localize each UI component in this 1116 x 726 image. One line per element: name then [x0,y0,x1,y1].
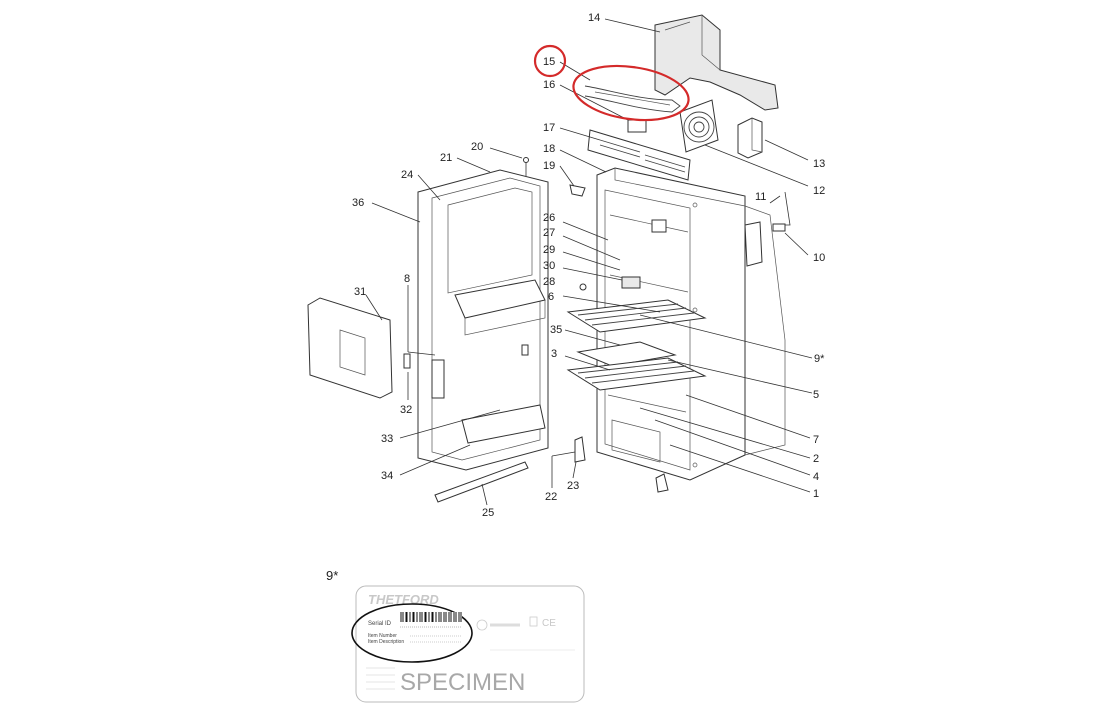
part-35-glass-panel [576,341,677,367]
callout-13: 13 [813,158,825,170]
callout-23: 23 [567,480,579,492]
part-28-clip [579,283,587,291]
highlight-ellipse-part-15 [572,64,690,122]
callout-8: 8 [404,273,410,285]
callout-4: 4 [813,471,819,483]
callout-12: 12 [813,185,825,197]
callout-10: 10 [813,252,825,264]
part-30-plate [621,276,641,289]
part-31-panel [307,297,393,399]
callout-19: 19 [543,160,555,172]
callout-30: 30 [543,260,555,272]
callout-34: 34 [381,470,393,482]
callout-5: 5 [813,389,819,401]
callout-26: 26 [543,212,555,224]
part-15-tube [584,85,681,113]
item-number-label: Item Number [368,633,397,639]
callout-21: 21 [440,152,452,164]
disposal-bin-icon [529,616,538,627]
callout-labels: 14 15 16 17 18 19 20 21 24 36 13 12 11 1… [352,12,825,519]
callout-6: 6 [548,291,554,303]
part-23-hinge [574,436,586,463]
bottom-latch [655,473,669,493]
part-32-catch [403,353,411,369]
callout-3: 3 [551,348,557,360]
ce-mark: CE [542,618,556,629]
callout-24: 24 [401,169,413,181]
serial-id-label: Serial ID [368,621,392,627]
callout-25: 25 [482,507,494,519]
part-19-bracket [569,184,586,197]
callout-14: 14 [588,12,600,24]
item-description-label: Item Description [368,639,404,645]
callout-22: 22 [545,491,557,503]
callout-28: 28 [543,276,555,288]
highlight-circle-callout-15 [533,44,567,78]
callout-29: 29 [543,244,555,256]
callout-20: 20 [471,141,483,153]
highlight-annotations [533,44,690,122]
callout-18: 18 [543,143,555,155]
callout-27: 27 [543,227,555,239]
part-14-rear-cover [654,14,779,111]
certification-mark-icon [476,619,488,631]
callout-11: 11 [755,191,766,203]
part-13-box [737,117,763,159]
serial-barcode-icon [400,612,462,628]
serial-tag-ref: 9* [326,568,338,583]
callout-2: 2 [813,453,819,465]
part-16-bracket [627,119,647,133]
serial-tag-section: 9* THETFORD Serial ID Item Number Item D… [326,568,585,703]
part-11-rod [783,191,791,226]
part-6-shelf [566,299,707,333]
callout-15: 15 [543,56,555,68]
callout-17: 17 [543,122,555,134]
callout-1: 1 [813,488,819,500]
callout-16: 16 [543,79,555,91]
serial-tag-circle-highlight [351,603,473,663]
callout-7: 7 [813,434,819,446]
wiring-box [744,221,763,267]
leader-lines [365,18,813,506]
callout-36: 36 [352,197,364,209]
part-10-connector [772,223,786,232]
part-17-vent-grille [587,129,691,181]
serial-tag-brand: THETFORD [368,592,439,607]
part-3-shelf [566,357,707,391]
callout-31: 31 [354,286,366,298]
part-20-screw [523,157,529,176]
part-25-trim [434,461,529,503]
door-assembly [417,169,549,471]
callout-33: 33 [381,433,393,445]
part-12-fan [679,99,719,153]
callout-9-star: 9* [814,353,825,365]
callout-32: 32 [400,404,412,416]
specimen-watermark: SPECIMEN [400,669,525,696]
callout-35: 35 [550,324,562,336]
